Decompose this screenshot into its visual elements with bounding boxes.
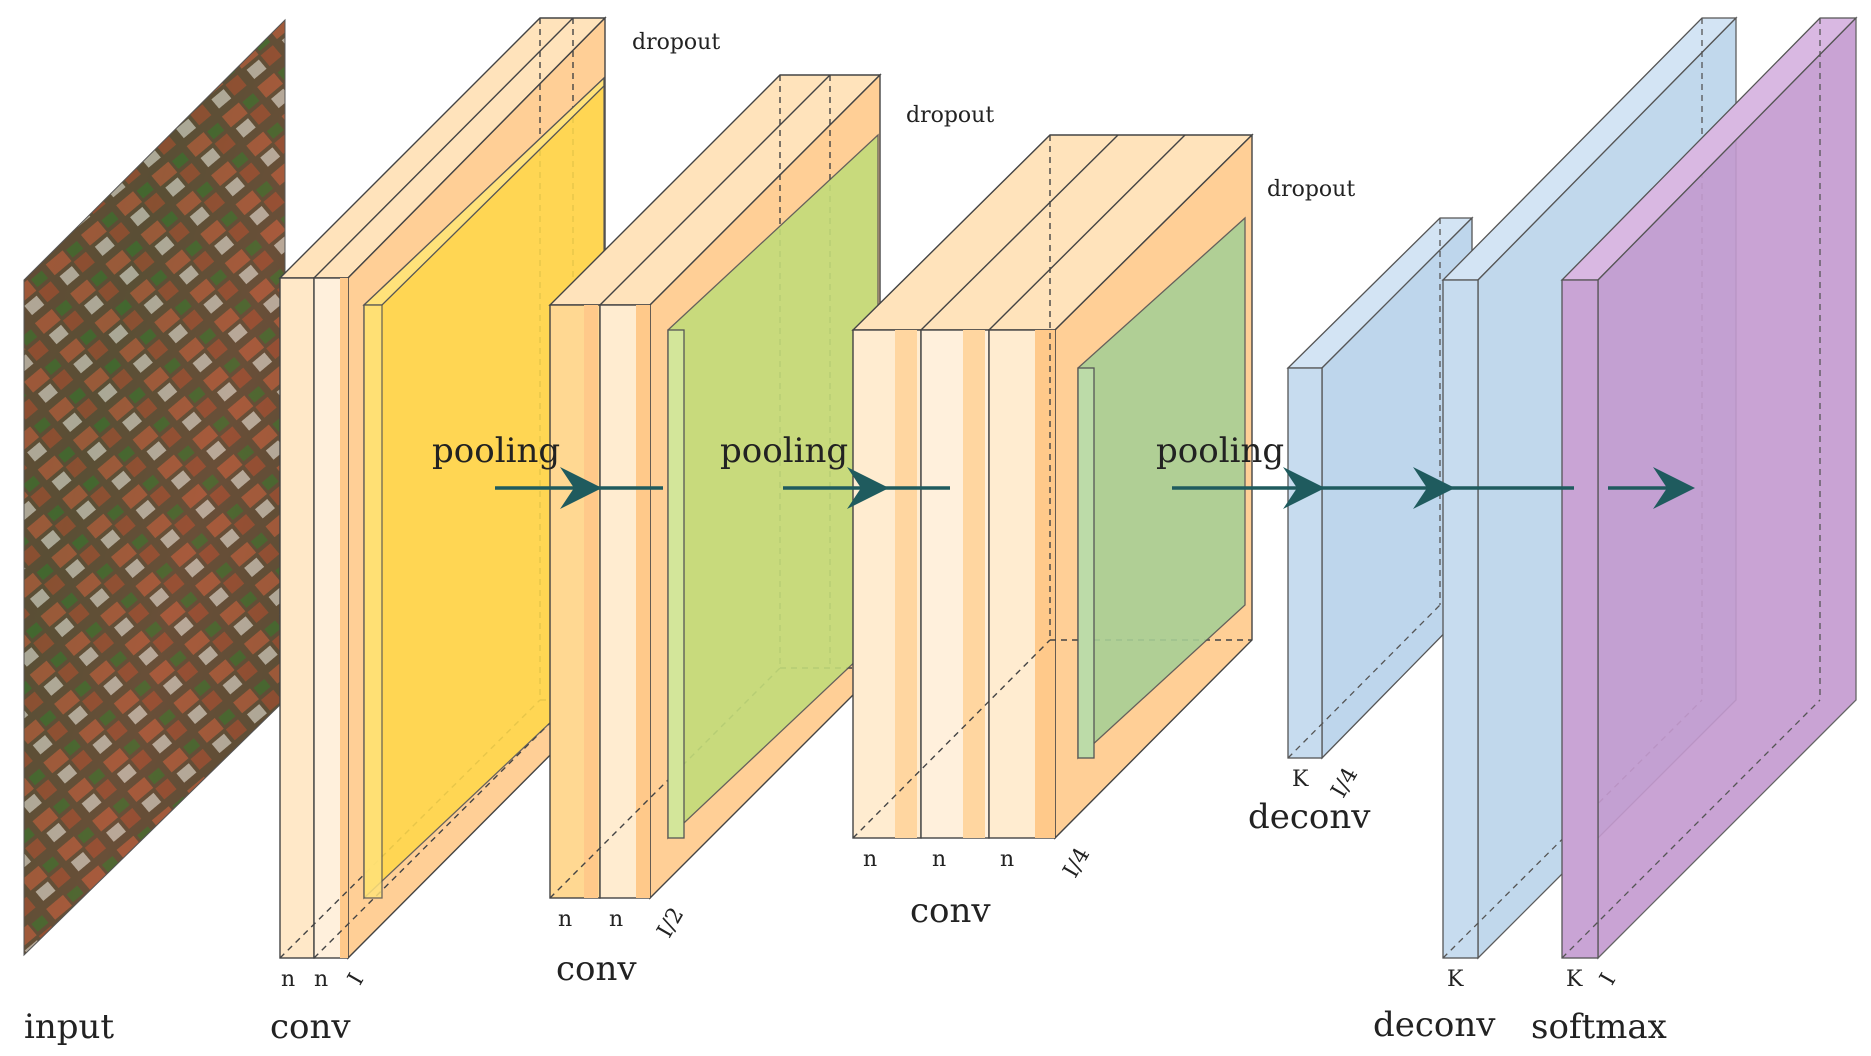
deconv-label-2: deconv: [1373, 1005, 1496, 1045]
dim-n-2a: n: [558, 907, 572, 932]
conv-label-2: conv: [556, 949, 637, 989]
pooling-label-3: pooling: [1156, 431, 1284, 471]
feature-map-green-1: [667, 133, 879, 840]
feature-map-green-2: [1077, 216, 1246, 760]
labels: dropout dropout dropout pooling pooling …: [24, 30, 1667, 1047]
dim-n-3b: n: [932, 847, 946, 872]
dim-K-1: K: [1292, 767, 1309, 792]
dropout-label-2: dropout: [906, 103, 994, 128]
dim-K-3: K: [1566, 967, 1583, 992]
dim-n-3c: n: [1000, 847, 1014, 872]
pooling-label-2: pooling: [720, 431, 848, 471]
input-label: input: [24, 1007, 114, 1047]
softmax-block: [1560, 16, 1858, 960]
dim-n-1b: n: [314, 967, 328, 992]
dim-I-quarter-1: I/4: [1059, 844, 1096, 883]
dim-I-1: I: [343, 969, 369, 989]
dropout-label-3: dropout: [1267, 177, 1355, 202]
deconv-label-1: deconv: [1248, 797, 1371, 837]
dim-n-3a: n: [863, 847, 877, 872]
pooling-label-1: pooling: [432, 431, 560, 471]
dim-K-2: K: [1447, 967, 1464, 992]
feature-map-yellow: [362, 76, 605, 900]
softmax-label: softmax: [1531, 1007, 1667, 1047]
dim-n-1a: n: [281, 967, 295, 992]
conv-label-1: conv: [270, 1007, 351, 1047]
dropout-label-1: dropout: [632, 30, 720, 55]
dim-I-half: I/2: [653, 904, 690, 943]
input-image: [23, 18, 286, 957]
dim-I-2: I: [1595, 969, 1621, 989]
conv-label-3: conv: [910, 891, 991, 931]
dim-n-2b: n: [609, 907, 623, 932]
